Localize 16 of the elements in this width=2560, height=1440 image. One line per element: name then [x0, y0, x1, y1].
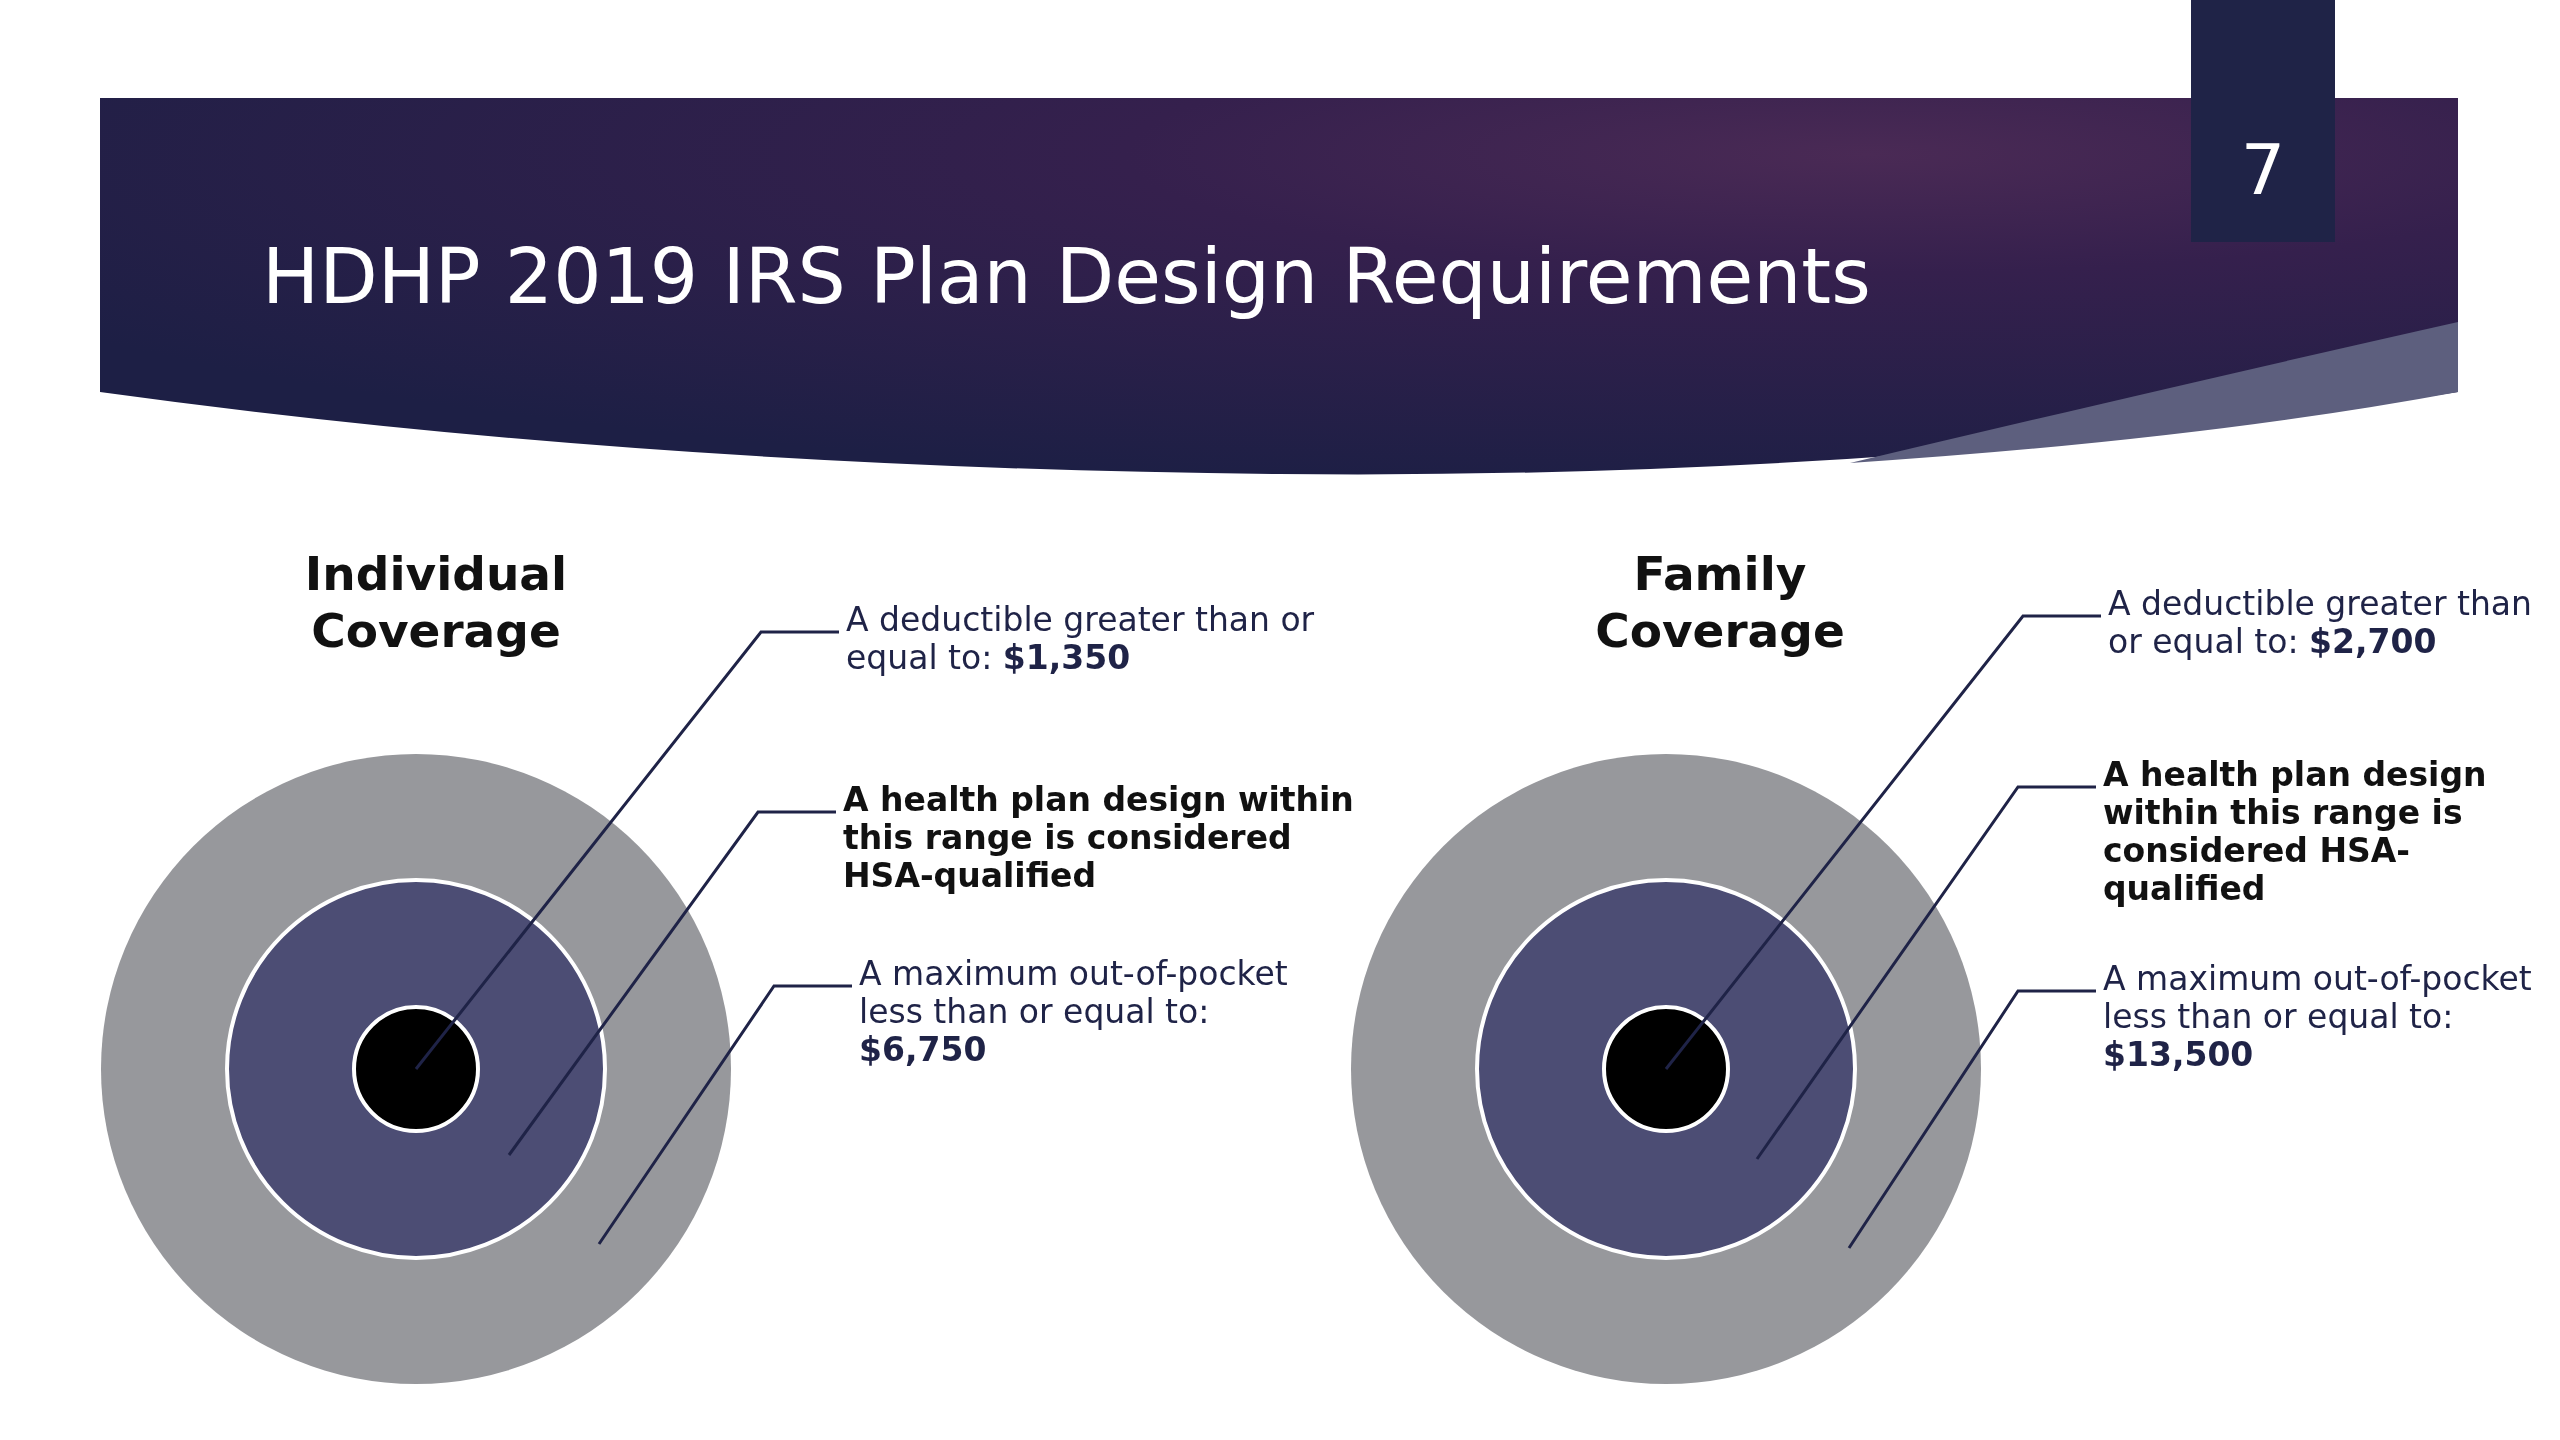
callout-text: A deductible greater than or equal to: $2,700	[2108, 585, 2533, 661]
callout-text: A health plan design within this range is considered HSA-qualified	[2103, 756, 2488, 908]
column-heading: Individual Coverage	[303, 545, 569, 660]
callout-text: A maximum out-of-pocket less than or equal to: $13,500	[2103, 960, 2533, 1074]
leader-line	[507, 810, 836, 1156]
callout-text: A deductible greater than or equal to: $1,350	[846, 601, 1316, 677]
page-number: 7	[2239, 128, 2287, 213]
callout-text: A health plan design within this range is considered HSA-qualified	[843, 781, 1355, 895]
column-heading: Family Coverage	[1594, 545, 1846, 660]
leader-line	[414, 630, 839, 1070]
leader-line	[597, 984, 852, 1245]
callout-text: A maximum out-of-pocket less than or equal to: $6,750	[859, 955, 1289, 1069]
leader-line	[1755, 785, 2096, 1160]
slide-title: HDHP 2019 IRS Plan Design Requirements	[262, 232, 1871, 321]
leader-line	[1664, 614, 2101, 1070]
leader-line	[1847, 989, 2096, 1249]
